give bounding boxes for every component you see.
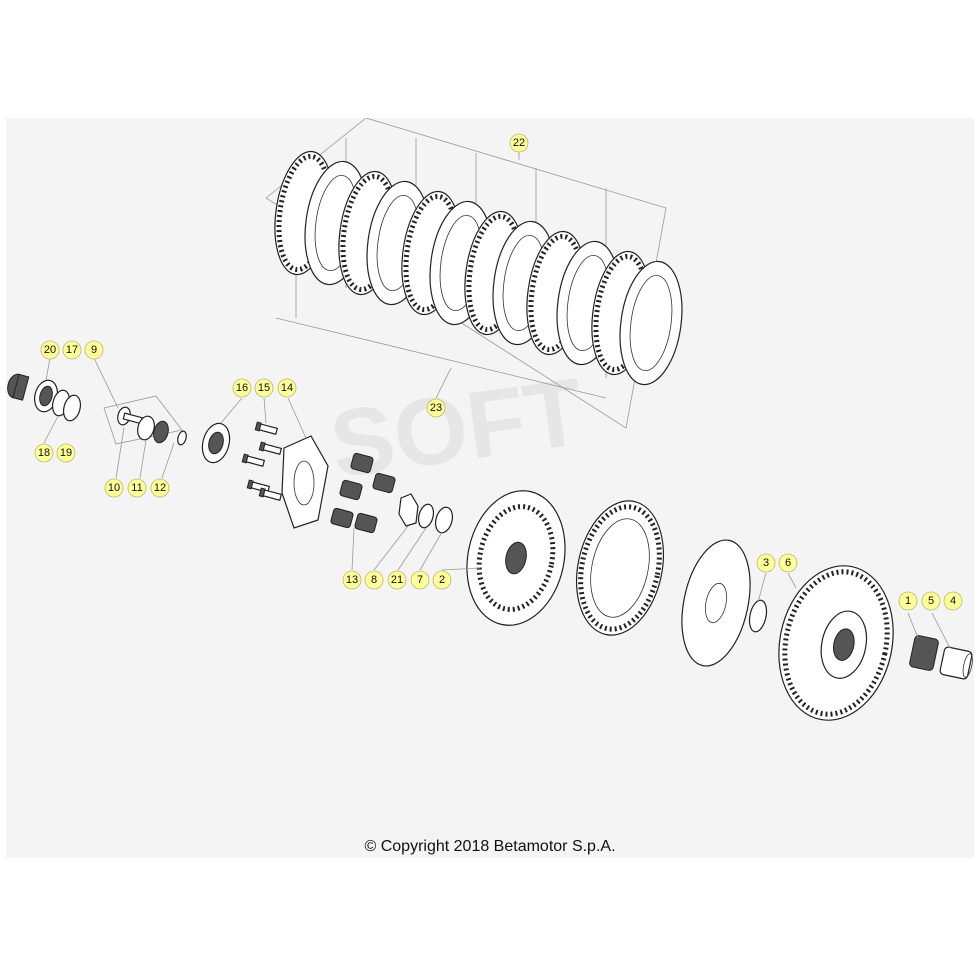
svg-text:13: 13 (346, 574, 358, 586)
callout: 13 (342, 570, 362, 590)
callout: 4 (943, 591, 963, 611)
svg-text:9: 9 (91, 344, 97, 356)
svg-text:10: 10 (108, 482, 120, 494)
pressure-disc (681, 539, 751, 667)
callout: 10 (104, 478, 124, 498)
callout: 12 (150, 478, 170, 498)
svg-text:2: 2 (439, 574, 445, 586)
callout: 17 (62, 340, 82, 360)
svg-text:6: 6 (785, 557, 791, 569)
svg-text:20: 20 (44, 344, 56, 356)
pressure-plate-bolts (241, 421, 329, 529)
needle-bearing (909, 635, 939, 671)
svg-text:15: 15 (258, 382, 270, 394)
leader-lines (43, 151, 951, 649)
svg-text:23: 23 (430, 402, 442, 414)
push-rod-bearing-group (7, 373, 187, 446)
clutch-basket (778, 565, 894, 721)
callout: 7 (410, 570, 430, 590)
copyright-notice: © Copyright 2018 Betamotor S.p.A. (364, 838, 616, 855)
clutch-hub (466, 490, 566, 626)
svg-text:12: 12 (154, 482, 166, 494)
svg-text:14: 14 (281, 382, 293, 394)
bushing (939, 646, 973, 680)
clutch-plates (274, 150, 683, 386)
callout: 21 (387, 570, 407, 590)
bearing-part (201, 422, 231, 464)
callout: 18 (34, 443, 54, 463)
callout: 11 (127, 478, 147, 498)
svg-text:1: 1 (905, 595, 911, 607)
svg-text:21: 21 (391, 574, 403, 586)
callout: 8 (364, 570, 384, 590)
clutch-exploded-diagram: SOFT (7, 118, 973, 721)
thrust-washer (748, 599, 768, 633)
svg-text:5: 5 (928, 595, 934, 607)
callout: 6 (778, 553, 798, 573)
plate-pack (575, 500, 665, 636)
clutch-springs (330, 452, 396, 534)
svg-text:17: 17 (66, 344, 78, 356)
svg-text:19: 19 (60, 447, 72, 459)
callout: 19 (56, 443, 76, 463)
svg-text:11: 11 (131, 482, 142, 494)
svg-text:8: 8 (371, 574, 377, 586)
callout: 3 (756, 553, 776, 573)
callout: 16 (232, 378, 252, 398)
svg-text:7: 7 (417, 574, 423, 586)
callout: 22 (509, 133, 529, 153)
callout: 14 (277, 378, 297, 398)
svg-text:22: 22 (513, 137, 525, 149)
svg-text:18: 18 (38, 447, 50, 459)
svg-text:3: 3 (763, 557, 769, 569)
svg-text:16: 16 (236, 382, 248, 394)
callout: 23 (426, 398, 446, 418)
callout: 2 (432, 570, 452, 590)
callout: 20 (40, 340, 60, 360)
diagram-panel: SOFT (6, 118, 974, 858)
callout: 5 (921, 591, 941, 611)
nut-washers (398, 493, 454, 534)
svg-text:4: 4 (950, 595, 956, 607)
callout: 9 (84, 340, 104, 360)
callout: 15 (254, 378, 274, 398)
callout: 1 (898, 591, 918, 611)
